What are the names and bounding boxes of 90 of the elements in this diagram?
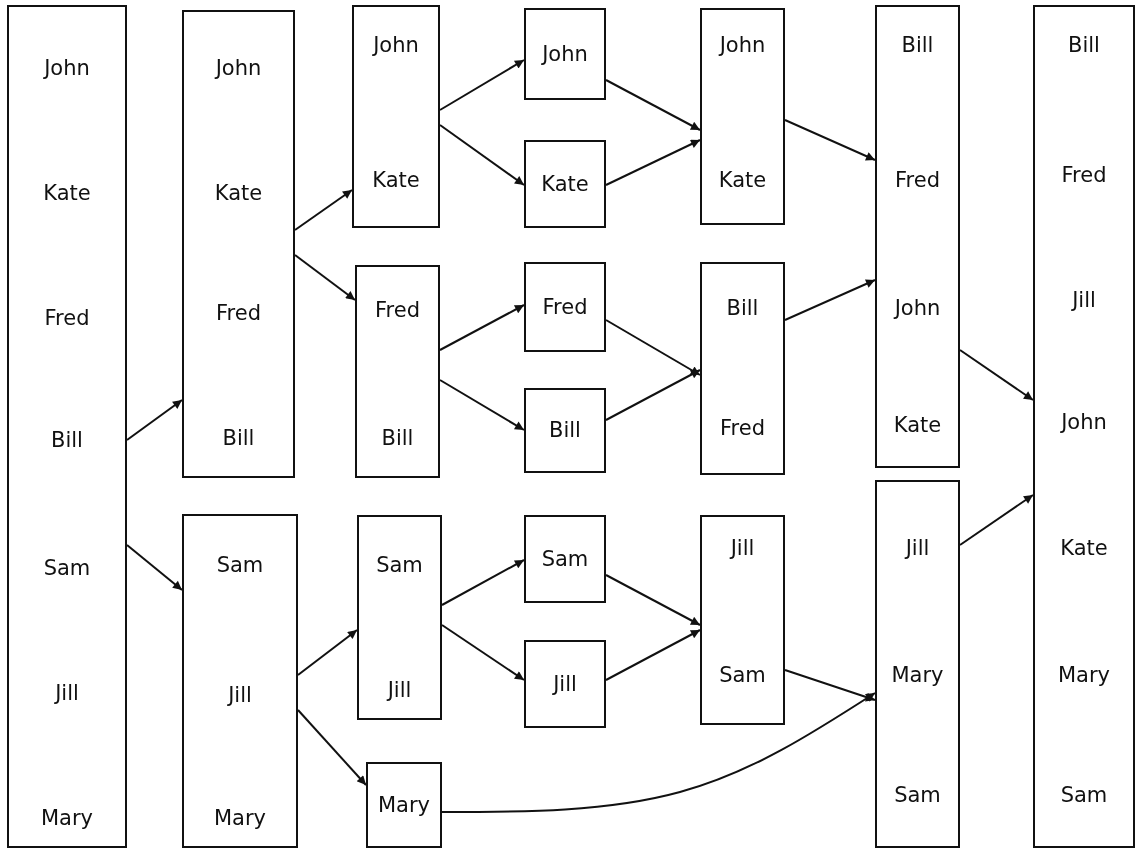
arrow: [605, 139, 701, 186]
name-label: John: [373, 32, 419, 58]
name-label: Jill: [730, 535, 755, 561]
arrow: [959, 349, 1034, 401]
arrow: [605, 629, 701, 681]
arrow: [439, 124, 525, 186]
name-label: Bill: [1068, 32, 1100, 58]
list-box: [875, 5, 960, 468]
name-label: Jill: [387, 677, 412, 703]
name-label: Sam: [894, 782, 941, 808]
list-box: [182, 514, 298, 848]
name-label: Jill: [1072, 287, 1096, 313]
arrow: [439, 59, 525, 111]
name-label: Fred: [895, 167, 940, 193]
name-label: Kate: [893, 412, 942, 438]
name-label: Jill: [553, 671, 577, 697]
arrow: [605, 574, 701, 626]
arrow: [605, 319, 701, 376]
arrow: [605, 369, 701, 421]
name-label: Bill: [549, 417, 581, 443]
list-box: [357, 515, 442, 720]
name-label: Fred: [216, 300, 261, 326]
name-label: John: [44, 55, 90, 81]
name-label: John: [894, 295, 941, 321]
arrow: [441, 692, 876, 813]
list-box: [700, 515, 785, 725]
arrow: [297, 629, 358, 676]
arrow: [294, 254, 356, 301]
list-box: [875, 480, 960, 848]
name-label: John: [215, 55, 262, 81]
name-label: John: [542, 41, 588, 67]
list-box: [524, 640, 606, 728]
name-label: John: [1061, 409, 1107, 435]
arrow: [784, 119, 876, 161]
name-label: Jill: [905, 535, 930, 561]
list-box: [700, 8, 785, 225]
arrow: [439, 379, 525, 431]
list-box: [524, 515, 606, 603]
name-label: Kate: [541, 171, 589, 197]
name-label: Fred: [44, 305, 90, 331]
name-label: Bill: [726, 295, 759, 321]
name-label: Fred: [542, 294, 588, 320]
name-label: Sam: [216, 552, 264, 578]
name-label: Mary: [891, 662, 944, 688]
arrow: [784, 279, 876, 321]
list-box: [366, 762, 442, 848]
name-label: Sam: [376, 552, 423, 578]
name-label: Kate: [718, 167, 767, 193]
arrow: [441, 559, 525, 606]
list-box: [524, 262, 606, 352]
list-box: [1033, 5, 1135, 848]
name-label: Mary: [40, 805, 94, 831]
arrow: [605, 79, 701, 131]
arrow: [294, 189, 353, 231]
name-label: Jill: [228, 682, 252, 708]
name-label: Jill: [55, 680, 79, 706]
list-box: [524, 140, 606, 228]
name-label: Fred: [1061, 162, 1107, 188]
arrow: [126, 544, 183, 591]
name-label: Sam: [43, 555, 91, 581]
list-box: [7, 5, 127, 848]
arrow: [439, 304, 525, 351]
list-box: [524, 8, 606, 100]
name-label: Kate: [43, 180, 91, 206]
name-label: Bill: [51, 427, 83, 453]
name-label: Kate: [1060, 535, 1108, 561]
name-label: Mary: [213, 805, 267, 831]
name-label: Mary: [377, 792, 431, 818]
name-label: Mary: [1057, 662, 1111, 688]
name-label: John: [719, 32, 766, 58]
arrow: [959, 494, 1034, 546]
name-label: Sam: [719, 662, 766, 688]
arrow: [441, 624, 525, 681]
arrow: [297, 709, 367, 786]
name-label: Kate: [214, 180, 263, 206]
name-label: Bill: [901, 32, 934, 58]
arrow: [784, 669, 876, 702]
name-label: Bill: [381, 425, 414, 451]
list-box: [355, 265, 440, 478]
name-label: Bill: [222, 425, 255, 451]
name-label: Kate: [372, 167, 420, 193]
list-box: [524, 388, 606, 473]
list-box: [352, 5, 440, 228]
name-label: Sam: [541, 546, 589, 572]
name-label: Fred: [375, 297, 420, 323]
arrow: [126, 399, 183, 441]
list-box: [700, 262, 785, 475]
name-label: Sam: [1060, 782, 1108, 808]
list-box: [182, 10, 295, 478]
name-label: Fred: [720, 415, 765, 441]
